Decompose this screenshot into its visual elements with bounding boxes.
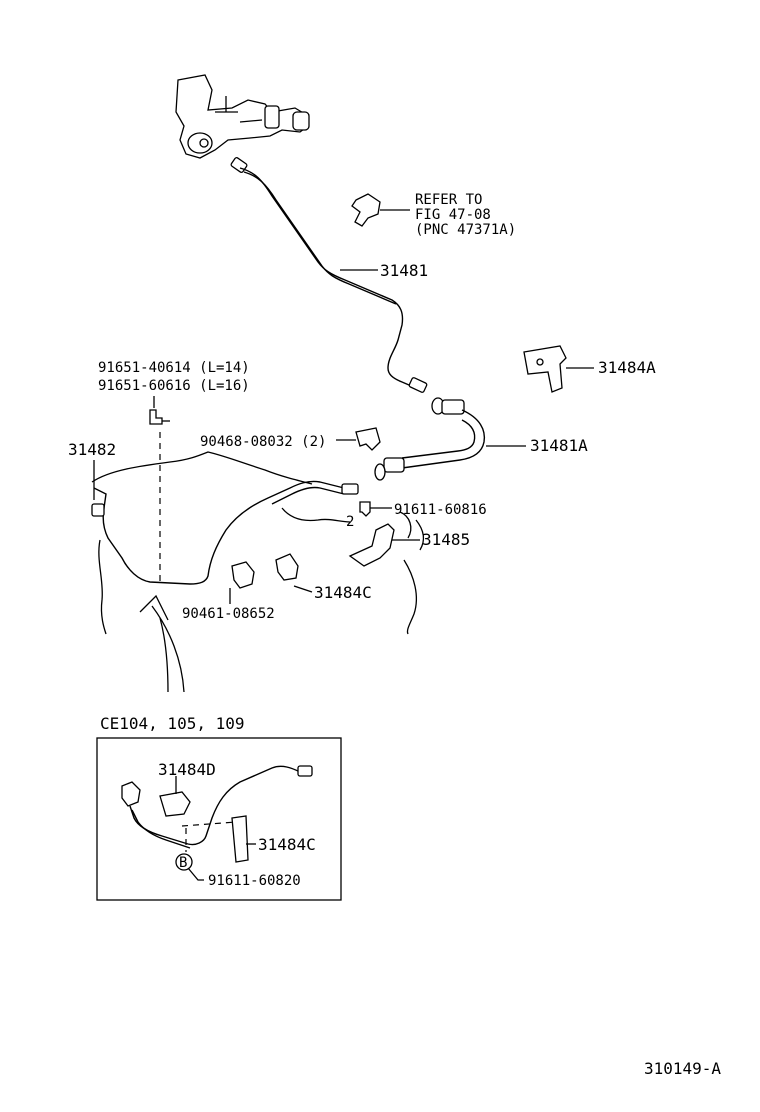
master-cylinder bbox=[175, 74, 310, 159]
clip-90468: 90468-08032 (2) bbox=[200, 427, 381, 451]
label-refer-to: REFER TO bbox=[415, 192, 482, 208]
inset-pipe-assembly bbox=[121, 765, 313, 852]
inset-bracket-31484C: 31484C bbox=[231, 815, 316, 863]
flexible-hose-31481A: 31481A bbox=[374, 397, 588, 481]
label-31482: 31482 bbox=[68, 440, 116, 459]
body-outline bbox=[91, 451, 425, 635]
brake-pipe-31482: 31482 bbox=[68, 440, 359, 585]
label-qty-2: 2 bbox=[346, 514, 354, 530]
bracket-31484A: 31484A bbox=[523, 345, 656, 393]
inset-bolt-callout: B 91611-60820 bbox=[175, 853, 301, 889]
refer-clip: REFER TO FIG 47-08 (PNC 47371A) bbox=[351, 192, 516, 238]
label-31485: 31485 bbox=[422, 530, 470, 549]
inset-bracket-31484D: 31484D bbox=[158, 760, 216, 817]
callout-b-letter: B bbox=[179, 855, 187, 871]
inset-label-91611-60820: 91611-60820 bbox=[208, 873, 301, 889]
view-arrow bbox=[139, 594, 185, 693]
brake-pipe-31481: 31481 bbox=[230, 157, 428, 393]
bleeder-screw-91651: 91651-40614 (L=14) 91651-60616 (L=16) bbox=[98, 360, 250, 425]
bracket-31485: 31485 bbox=[348, 511, 470, 567]
bracket-31484C: 31484C bbox=[275, 553, 372, 602]
inset-label-31484C: 31484C bbox=[258, 835, 316, 854]
label-31484A: 31484A bbox=[598, 358, 656, 377]
label-refer-pnc: (PNC 47371A) bbox=[415, 222, 516, 238]
callout-b-circle bbox=[175, 853, 193, 871]
clip-90461: 90461-08652 bbox=[182, 561, 275, 622]
label-31481: 31481 bbox=[380, 261, 428, 280]
label-90461-08652: 90461-08652 bbox=[182, 606, 275, 622]
inset-label-31484D: 31484D bbox=[158, 760, 216, 779]
inset-frame bbox=[96, 737, 342, 901]
bolt-91611-60816: 91611-60816 2 bbox=[346, 501, 487, 530]
label-90468: 90468-08032 (2) bbox=[200, 434, 326, 450]
figure-id: 310149-A bbox=[644, 1059, 721, 1078]
label-refer-fig: FIG 47-08 bbox=[415, 207, 491, 223]
label-91651-40614: 91651-40614 (L=14) bbox=[98, 360, 250, 376]
label-31484C: 31484C bbox=[314, 583, 372, 602]
label-31481A: 31481A bbox=[530, 436, 588, 455]
inset-models-label: CE104, 105, 109 bbox=[100, 714, 245, 733]
label-91651-60616: 91651-60616 (L=16) bbox=[98, 378, 250, 394]
label-91611-60816: 91611-60816 bbox=[394, 502, 487, 518]
